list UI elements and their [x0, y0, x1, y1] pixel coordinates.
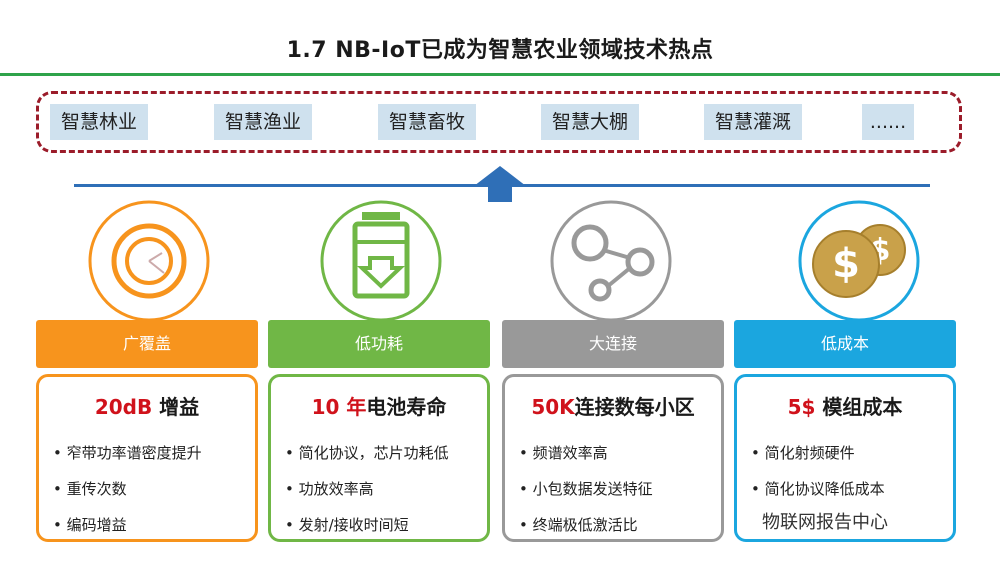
headline-value: 10 年: [311, 395, 367, 419]
category-label-coverage: 广覆盖: [36, 320, 258, 368]
bullet-item: 重传次数: [53, 471, 202, 507]
bullet-list: 窄带功率谱密度提升 重传次数 编码增益: [53, 435, 202, 543]
card-headline: 10 年电池寿命: [271, 391, 487, 420]
category-label-cost: 低成本: [734, 320, 956, 368]
card-power: 10 年电池寿命 简化协议，芯片功耗低 功放效率高 发射/接收时间短: [268, 374, 490, 542]
connection-icon: [550, 200, 672, 322]
card-headline: 20dB 增益: [39, 391, 255, 420]
battery-icon: [320, 200, 442, 322]
svg-text:$: $: [832, 241, 860, 287]
headline-text: 电池寿命: [366, 395, 447, 419]
headline-text: 连接数每小区: [574, 395, 695, 419]
bullet-list: 简化协议，芯片功耗低 功放效率高 发射/接收时间短: [285, 435, 449, 543]
card-headline: 50K连接数每小区: [505, 391, 721, 420]
headline-value: 5$: [787, 395, 816, 419]
bullet-item: 简化射频硬件: [751, 435, 885, 471]
headline-text: 增益: [152, 395, 200, 419]
category-label-power: 低功耗: [268, 320, 490, 368]
watermark: 物联网报告中心: [762, 508, 888, 534]
domain-group-box: [36, 91, 962, 153]
title-divider: [0, 73, 1000, 76]
bullet-list: 简化射频硬件 简化协议降低成本: [751, 435, 885, 507]
bullet-item: 发射/接收时间短: [285, 507, 449, 543]
card-coverage: 20dB 增益 窄带功率谱密度提升 重传次数 编码增益: [36, 374, 258, 542]
bullet-item: 功放效率高: [285, 471, 449, 507]
domain-item-greenhouse: 智慧大棚: [541, 104, 639, 140]
card-headline: 5$ 模组成本: [737, 391, 953, 420]
domain-item-fishery: 智慧渔业: [214, 104, 312, 140]
headline-text: 模组成本: [815, 395, 903, 419]
bullet-item: 简化协议，芯片功耗低: [285, 435, 449, 471]
bullet-list: 频谱效率高 小包数据发送特征 终端极低激活比: [519, 435, 653, 543]
domain-item-irrigation: 智慧灌溉: [704, 104, 802, 140]
up-arrow-icon: [474, 166, 526, 202]
domain-item-more: ......: [862, 104, 914, 140]
page-title: 1.7 NB-IoT已成为智慧农业领域技术热点: [286, 38, 714, 63]
headline-value: 50K: [531, 395, 575, 419]
domain-item-forestry: 智慧林业: [50, 104, 148, 140]
bullet-item: 简化协议降低成本: [751, 471, 885, 507]
coins-icon: $ $: [798, 200, 920, 322]
category-label-connection: 大连接: [502, 320, 724, 368]
bullet-item: 窄带功率谱密度提升: [53, 435, 202, 471]
bullet-item: 小包数据发送特征: [519, 471, 653, 507]
headline-value: 20dB: [94, 395, 153, 419]
bullet-item: 频谱效率高: [519, 435, 653, 471]
bullet-item: 编码增益: [53, 507, 202, 543]
card-connection: 50K连接数每小区 频谱效率高 小包数据发送特征 终端极低激活比: [502, 374, 724, 542]
target-icon: [88, 200, 210, 322]
bullet-item: 终端极低激活比: [519, 507, 653, 543]
domain-item-livestock: 智慧畜牧: [378, 104, 476, 140]
